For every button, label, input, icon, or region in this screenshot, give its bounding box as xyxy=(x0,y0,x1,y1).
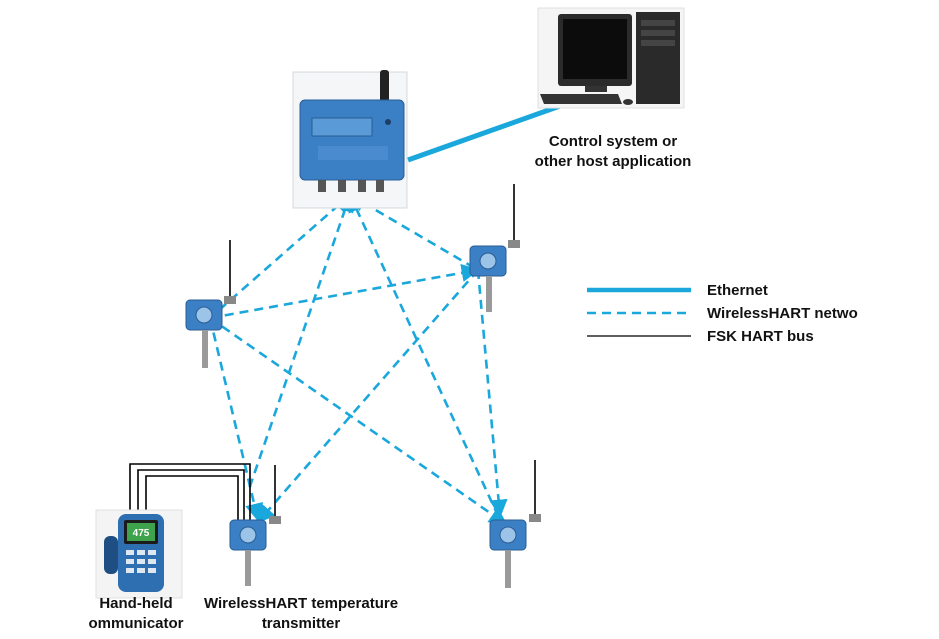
transmitter-label-line1: WirelessHART temperature xyxy=(203,595,399,612)
handheld-screen-value: 475 xyxy=(133,528,150,539)
handheld-label-line2: ommunicator xyxy=(88,615,184,632)
mesh-link xyxy=(209,316,508,526)
host-label-line2: other host application xyxy=(534,153,692,170)
legend-symbols xyxy=(587,287,691,337)
transmitter-node-bottom-right xyxy=(489,460,541,588)
mesh-link xyxy=(348,193,502,521)
mesh-link xyxy=(246,193,354,493)
mesh-link xyxy=(348,193,479,272)
transmitter-node-temperature xyxy=(229,465,281,586)
transmitter-node-left xyxy=(185,240,236,368)
handheld-label-line1: Hand-held xyxy=(99,595,173,612)
gateway-device xyxy=(292,70,408,209)
legend-wireless-label: WirelessHART netwo xyxy=(707,305,858,322)
wireless-mesh xyxy=(208,193,508,526)
host-label: Control system or other host application xyxy=(528,132,698,172)
mesh-link xyxy=(256,269,479,524)
transmitter-label: WirelessHART temperature transmitter xyxy=(196,594,406,634)
transmitter-node-right xyxy=(469,184,520,312)
transmitter-label-line2: transmitter xyxy=(261,615,341,632)
handheld-communicator: 475 xyxy=(95,509,183,599)
ethernet-link xyxy=(407,103,561,163)
mesh-link xyxy=(476,269,508,518)
host-label-line1: Control system or xyxy=(548,133,678,150)
handheld-label: Hand-held ommunicator xyxy=(80,594,192,634)
computer-icon xyxy=(537,7,685,109)
fsk-hart-bus xyxy=(129,463,251,528)
legend-fsk-label: FSK HART bus xyxy=(707,328,814,345)
mesh-link xyxy=(209,263,480,320)
legend-ethernet-label: Ethernet xyxy=(707,282,768,299)
